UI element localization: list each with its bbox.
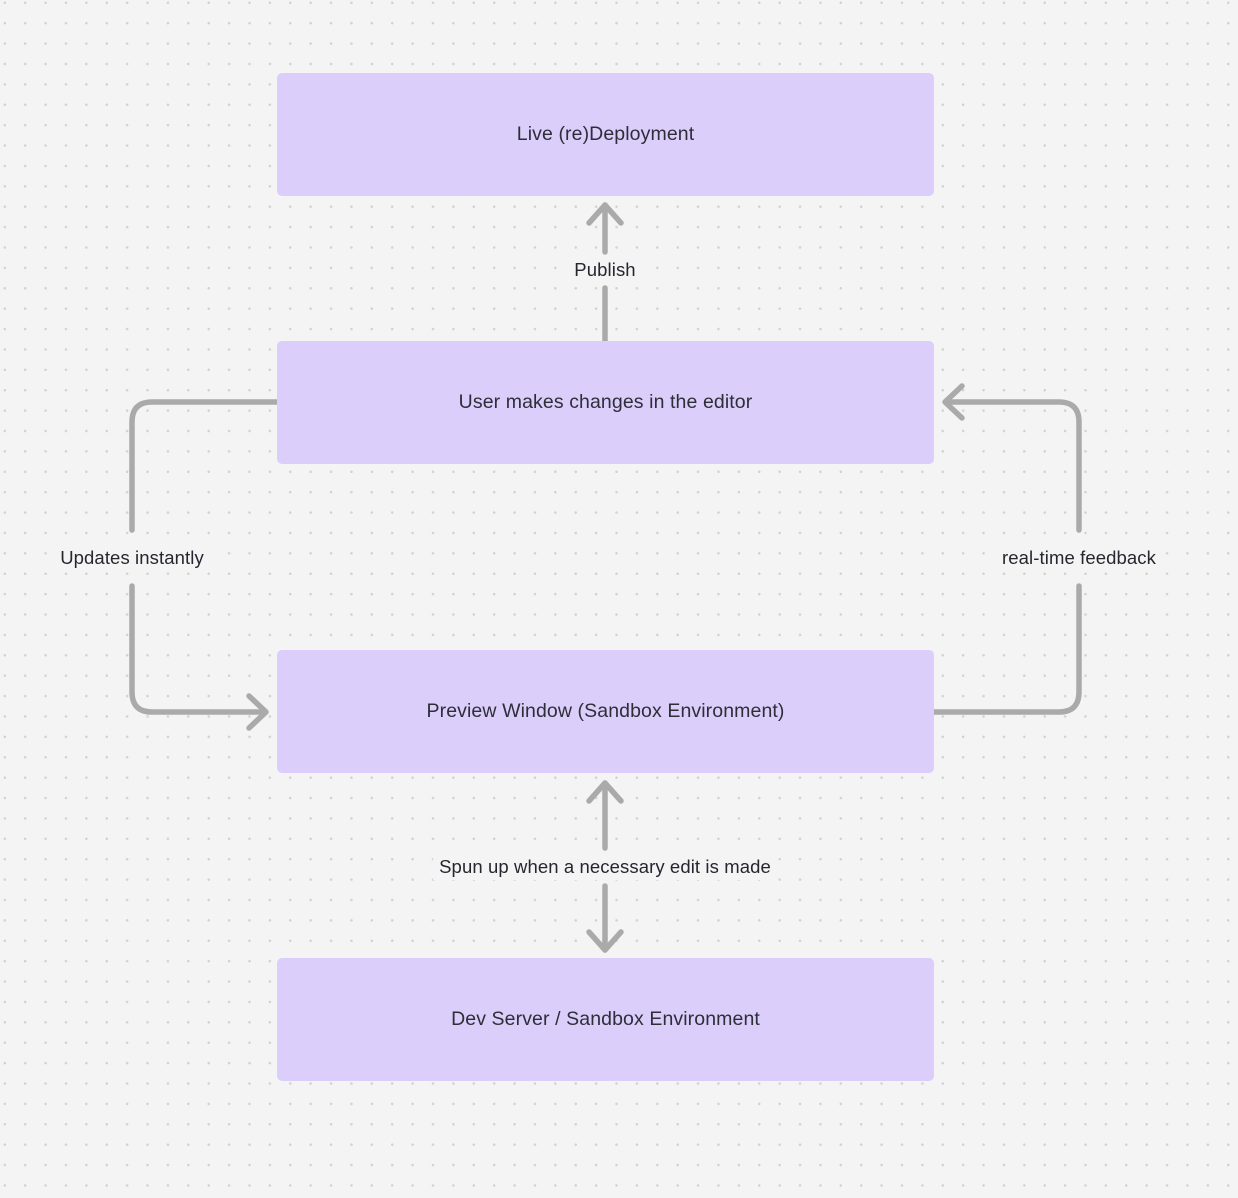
node-user-makes-changes-label: User makes changes in the editor [458,390,753,413]
edge-label-real-time-feedback: real-time feedback [996,545,1162,571]
node-dev-server[interactable]: Dev Server / Sandbox Environment [277,958,934,1081]
node-live-redeployment[interactable]: Live (re)Deployment [277,73,934,196]
edge-label-publish: Publish [568,257,642,283]
node-dev-server-label: Dev Server / Sandbox Environment [451,1007,760,1030]
edge-label-spun-up: Spun up when a necessary edit is made [433,854,777,880]
node-live-redeployment-label: Live (re)Deployment [516,122,695,145]
edge-label-updates-instantly: Updates instantly [54,545,210,571]
node-user-makes-changes[interactable]: User makes changes in the editor [277,341,934,464]
node-preview-window[interactable]: Preview Window (Sandbox Environment) [277,650,934,773]
node-preview-window-label: Preview Window (Sandbox Environment) [426,699,785,722]
